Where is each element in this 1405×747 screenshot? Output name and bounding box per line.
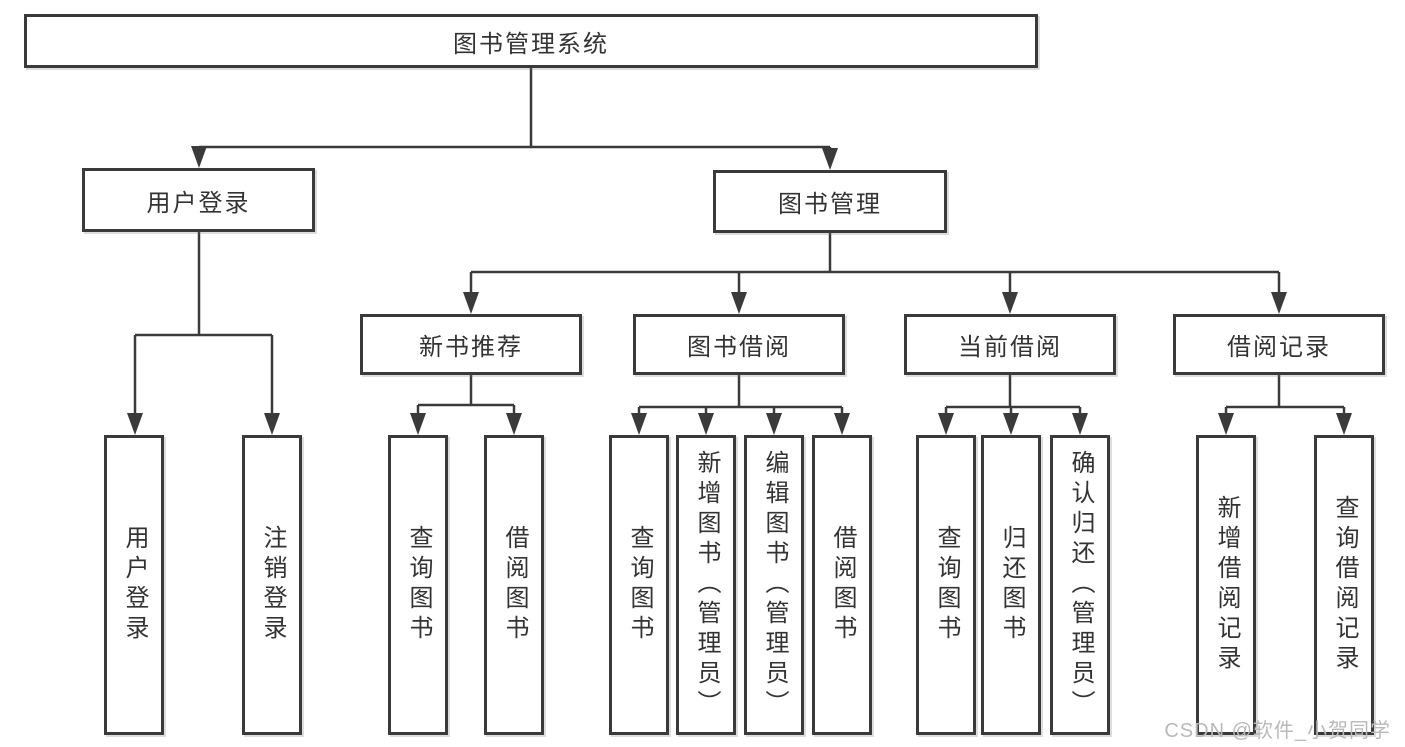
- leaf-borrow-books-borrowing-label: 借阅图书: [829, 525, 856, 645]
- leaf-confirm-return-admin: 确认归还（管理员）: [1050, 435, 1110, 735]
- leaf-add-borrow-record-label: 新增借阅记录: [1213, 495, 1240, 675]
- node-current-borrowing: 当前借阅: [904, 314, 1116, 375]
- leaf-borrow-books-recommend: 借阅图书: [484, 435, 544, 735]
- leaf-return-book: 归还图书: [981, 435, 1041, 735]
- node-book-management-label: 图书管理: [778, 191, 882, 218]
- leaf-add-book-admin: 新增图书（管理员）: [676, 435, 736, 735]
- leaf-logout: 注销登录: [242, 435, 302, 735]
- leaf-query-books-recommend-label: 查询图书: [405, 525, 432, 645]
- leaf-user-login: 用户登录: [104, 435, 164, 735]
- leaf-return-book-label: 归还图书: [998, 525, 1025, 645]
- node-book-borrowing: 图书借阅: [633, 314, 845, 375]
- node-current-borrowing-label: 当前借阅: [958, 334, 1062, 361]
- leaf-user-login-label: 用户登录: [121, 525, 148, 645]
- leaf-logout-label: 注销登录: [259, 525, 286, 645]
- node-new-book-recommend-label: 新书推荐: [419, 334, 523, 361]
- leaf-borrow-books-recommend-label: 借阅图书: [501, 525, 528, 645]
- node-book-borrowing-label: 图书借阅: [687, 334, 791, 361]
- leaf-query-books-current-label: 查询图书: [933, 525, 960, 645]
- node-book-management: 图书管理: [713, 170, 947, 233]
- leaf-add-book-admin-label: 新增图书（管理员）: [693, 450, 720, 720]
- node-user-login: 用户登录: [82, 168, 315, 232]
- leaf-query-borrow-record-label: 查询借阅记录: [1331, 495, 1358, 675]
- node-root-system: 图书管理系统: [24, 14, 1038, 68]
- leaf-confirm-return-admin-label: 确认归还（管理员）: [1067, 450, 1094, 720]
- leaf-query-books-recommend: 查询图书: [388, 435, 448, 735]
- node-user-login-label: 用户登录: [146, 189, 251, 217]
- leaf-query-books-borrowing-label: 查询图书: [626, 525, 653, 645]
- leaf-query-borrow-record: 查询借阅记录: [1314, 435, 1374, 735]
- leaf-edit-book-admin-label: 编辑图书（管理员）: [761, 450, 788, 720]
- node-borrowing-records: 借阅记录: [1173, 314, 1385, 375]
- leaf-query-books-borrowing: 查询图书: [609, 435, 669, 735]
- node-root-label: 图书管理系统: [453, 30, 609, 58]
- csdn-watermark: CSDN @软件_小贺同学: [1164, 720, 1391, 742]
- leaf-query-books-current: 查询图书: [916, 435, 976, 735]
- leaf-add-borrow-record: 新增借阅记录: [1196, 435, 1256, 735]
- node-new-book-recommend: 新书推荐: [360, 314, 582, 375]
- leaf-borrow-books-borrowing: 借阅图书: [812, 435, 872, 735]
- node-borrowing-records-label: 借阅记录: [1227, 334, 1331, 361]
- leaf-edit-book-admin: 编辑图书（管理员）: [744, 435, 804, 735]
